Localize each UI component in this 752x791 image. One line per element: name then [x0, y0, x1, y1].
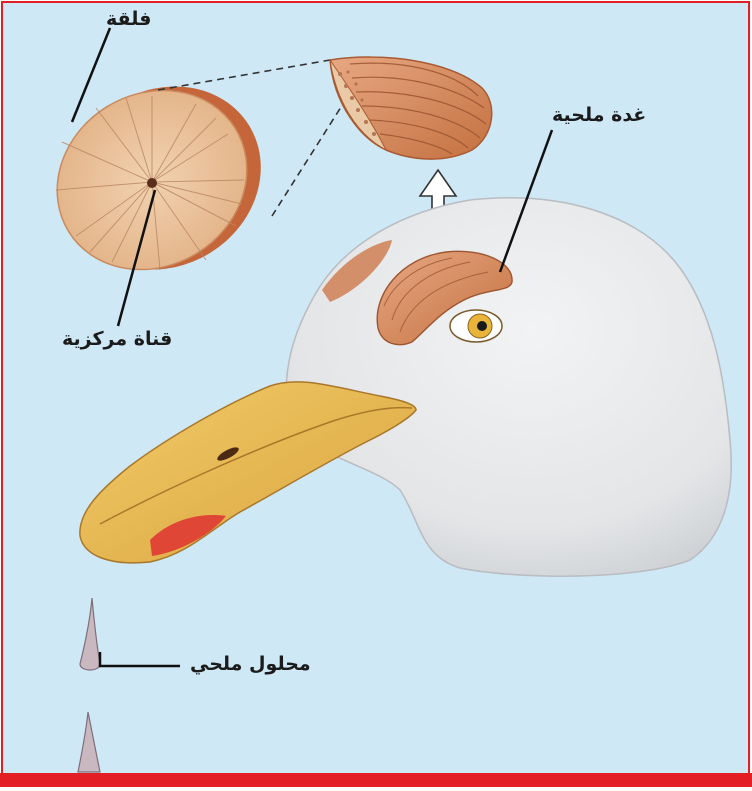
central-duct-label: قناة مركزية — [62, 328, 172, 350]
disc-label: فلقة — [106, 8, 151, 30]
eye — [450, 310, 502, 342]
salt-solution-label: محلول ملحي — [190, 653, 311, 675]
bottom-red-band — [0, 773, 752, 787]
salt-gland-label: غدة ملحية — [552, 104, 646, 126]
